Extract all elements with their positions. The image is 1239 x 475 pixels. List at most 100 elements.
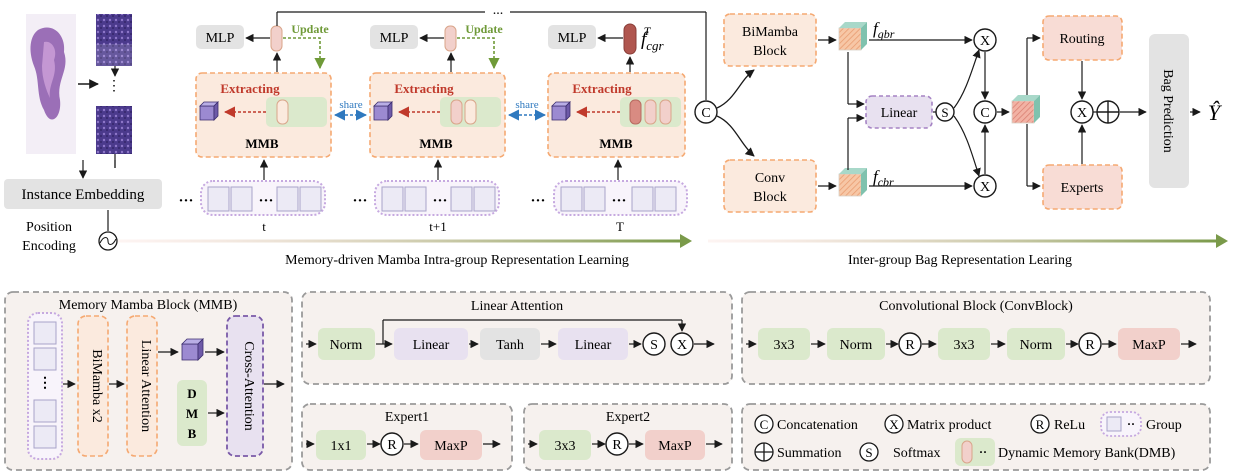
mlp-label-t1: MLP [380, 31, 409, 46]
feature-gbr-cube [838, 22, 867, 51]
wsi-slide-image [26, 14, 76, 154]
extracting-label-T: Extracting [572, 81, 632, 96]
dots-left-T: ··· [530, 193, 545, 209]
linear-label: Linear [881, 106, 918, 121]
svg-text:··: ·· [1127, 417, 1135, 431]
bimamba-label-2: Block [753, 44, 786, 59]
la-block-tanh: Tanh [496, 338, 524, 353]
la-block-linear-2: Linear [575, 338, 612, 353]
legend-dmb-icon: ·· [955, 438, 995, 466]
bag-prediction-box [1149, 34, 1189, 188]
legend-concat-symbol: C [760, 417, 769, 432]
la-matmul-node [670, 332, 694, 356]
conv-relu-symbol-2: R [1085, 338, 1095, 353]
conv-label-2: Block [753, 190, 786, 205]
mmb-cross-attention-label: Cross-Attention [241, 341, 256, 430]
conv-block-3x3-1: 3x3 [774, 338, 795, 353]
mmb-panel-title: Memory Mamba Block (MMB) [59, 298, 238, 313]
matmul-node-moe-symbol: X [1077, 106, 1087, 121]
legend-relu-symbol: R [1036, 417, 1045, 432]
conv-relu-node-2 [1078, 332, 1102, 356]
expert2-title: Expert2 [606, 410, 650, 425]
expert2-relu-node [605, 432, 629, 456]
expert2-block-conv: 3x3 [555, 439, 576, 454]
svg-text:···: ··· [611, 193, 626, 209]
mmb-stage-t: Extracting MMB [195, 72, 332, 158]
legend-summation-icon [754, 442, 774, 462]
conv-block [723, 159, 817, 213]
intra-arrow [118, 239, 680, 243]
update-label-t1: Update [465, 22, 503, 36]
legend-softmax-symbol: S [865, 445, 872, 460]
expert2-panel: Expert2 3x3 R MaxP [523, 403, 733, 471]
concat-node [694, 100, 718, 124]
feedback-dots: ... [493, 3, 504, 18]
dmb-letter-b: B [188, 426, 197, 441]
conv-block-norm-1: Norm [840, 338, 873, 353]
linear-attention-panel: Linear Attention Norm Linear Tanh Linear… [301, 291, 733, 385]
extracting-label-t1: Extracting [394, 81, 454, 96]
expert1-relu-symbol: R [387, 438, 397, 453]
fgbr-label: fgbr [873, 19, 895, 41]
dmb-letter-m: M [186, 406, 198, 421]
la-block-norm: Norm [330, 338, 363, 353]
fcgr-label: fcgrT [641, 24, 665, 53]
legend-softmax-icon [859, 442, 879, 462]
mmb-panel: Memory Mamba Block (MMB) ⋮ BiMamba x2 Li… [4, 291, 293, 471]
expert2-relu-symbol: R [612, 438, 622, 453]
concat-node-2 [973, 100, 997, 124]
routing-box [1042, 15, 1123, 61]
dots-left-t: ··· [178, 193, 193, 209]
group-row-t1: ··· [374, 180, 500, 216]
conv-relu-symbol-1: R [905, 338, 915, 353]
legend-group-icon: ·· [1100, 411, 1142, 437]
linear-attention-title: Linear Attention [471, 299, 563, 314]
experts-label: Experts [1061, 181, 1104, 196]
cube-icon [551, 101, 571, 121]
legend-matmul-icon [884, 414, 904, 434]
expert1-block-maxp: MaxP [434, 439, 468, 454]
matmul-node-bottom-symbol: X [980, 180, 990, 195]
legend-dmb-text: Dynamic Memory Bank(DMB) [998, 446, 1176, 461]
memory-token-t1 [444, 25, 457, 52]
legend-concat-icon [754, 414, 774, 434]
fused-feature-cube [1011, 95, 1040, 124]
group-row-t: ··· [200, 180, 326, 216]
svg-text:···: ··· [432, 193, 447, 209]
experts-box [1042, 164, 1123, 210]
expert1-title: Expert1 [385, 410, 429, 425]
legend-relu-text: ReLu [1054, 418, 1085, 433]
legend-matmul-text: Matrix product [907, 418, 991, 433]
dmb-letter-d: D [187, 386, 196, 401]
instance-embedding-label: Instance Embedding [22, 187, 145, 203]
mlp-label-T: MLP [558, 31, 587, 46]
mmb-label-T: MMB [599, 136, 633, 151]
share-label-2: share [515, 99, 538, 111]
extracting-label-t: Extracting [220, 81, 280, 96]
expert2-block-maxp: MaxP [658, 439, 692, 454]
legend-matmul-symbol: X [889, 417, 899, 432]
inter-arrow [708, 239, 1218, 243]
y-hat: Ŷ [1208, 100, 1223, 125]
mmb-label-t1: MMB [419, 136, 453, 151]
dots-left-t1: ··· [352, 193, 367, 209]
conv-panel: Convolutional Block (ConvBlock) 3x3 Norm… [741, 291, 1211, 385]
matmul-node-top [973, 28, 997, 52]
concat-node-symbol: C [701, 106, 710, 121]
routing-label: Routing [1059, 32, 1104, 47]
concat-node-2-symbol: C [980, 106, 989, 121]
legend-relu-icon [1030, 414, 1050, 434]
expert1-relu-node [380, 432, 404, 456]
conv-block-maxp: MaxP [1132, 338, 1166, 353]
mmb-linear-attention-label: Linear Attention [138, 340, 153, 432]
mlp-label-t: MLP [206, 31, 235, 46]
matmul-node-top-symbol: X [980, 34, 990, 49]
conv-label-1: Conv [755, 171, 785, 186]
mlp-box-t1 [370, 25, 418, 49]
svg-text:⋮: ⋮ [38, 376, 52, 391]
bimamba-label-1: BiMamba [742, 25, 799, 40]
conv-panel-title: Convolutional Block (ConvBlock) [879, 299, 1073, 314]
group-row-T: ··· [553, 180, 688, 216]
legend-summation-text: Summation [777, 446, 842, 461]
inter-caption: Inter-group Bag Representation Learing [848, 253, 1072, 268]
